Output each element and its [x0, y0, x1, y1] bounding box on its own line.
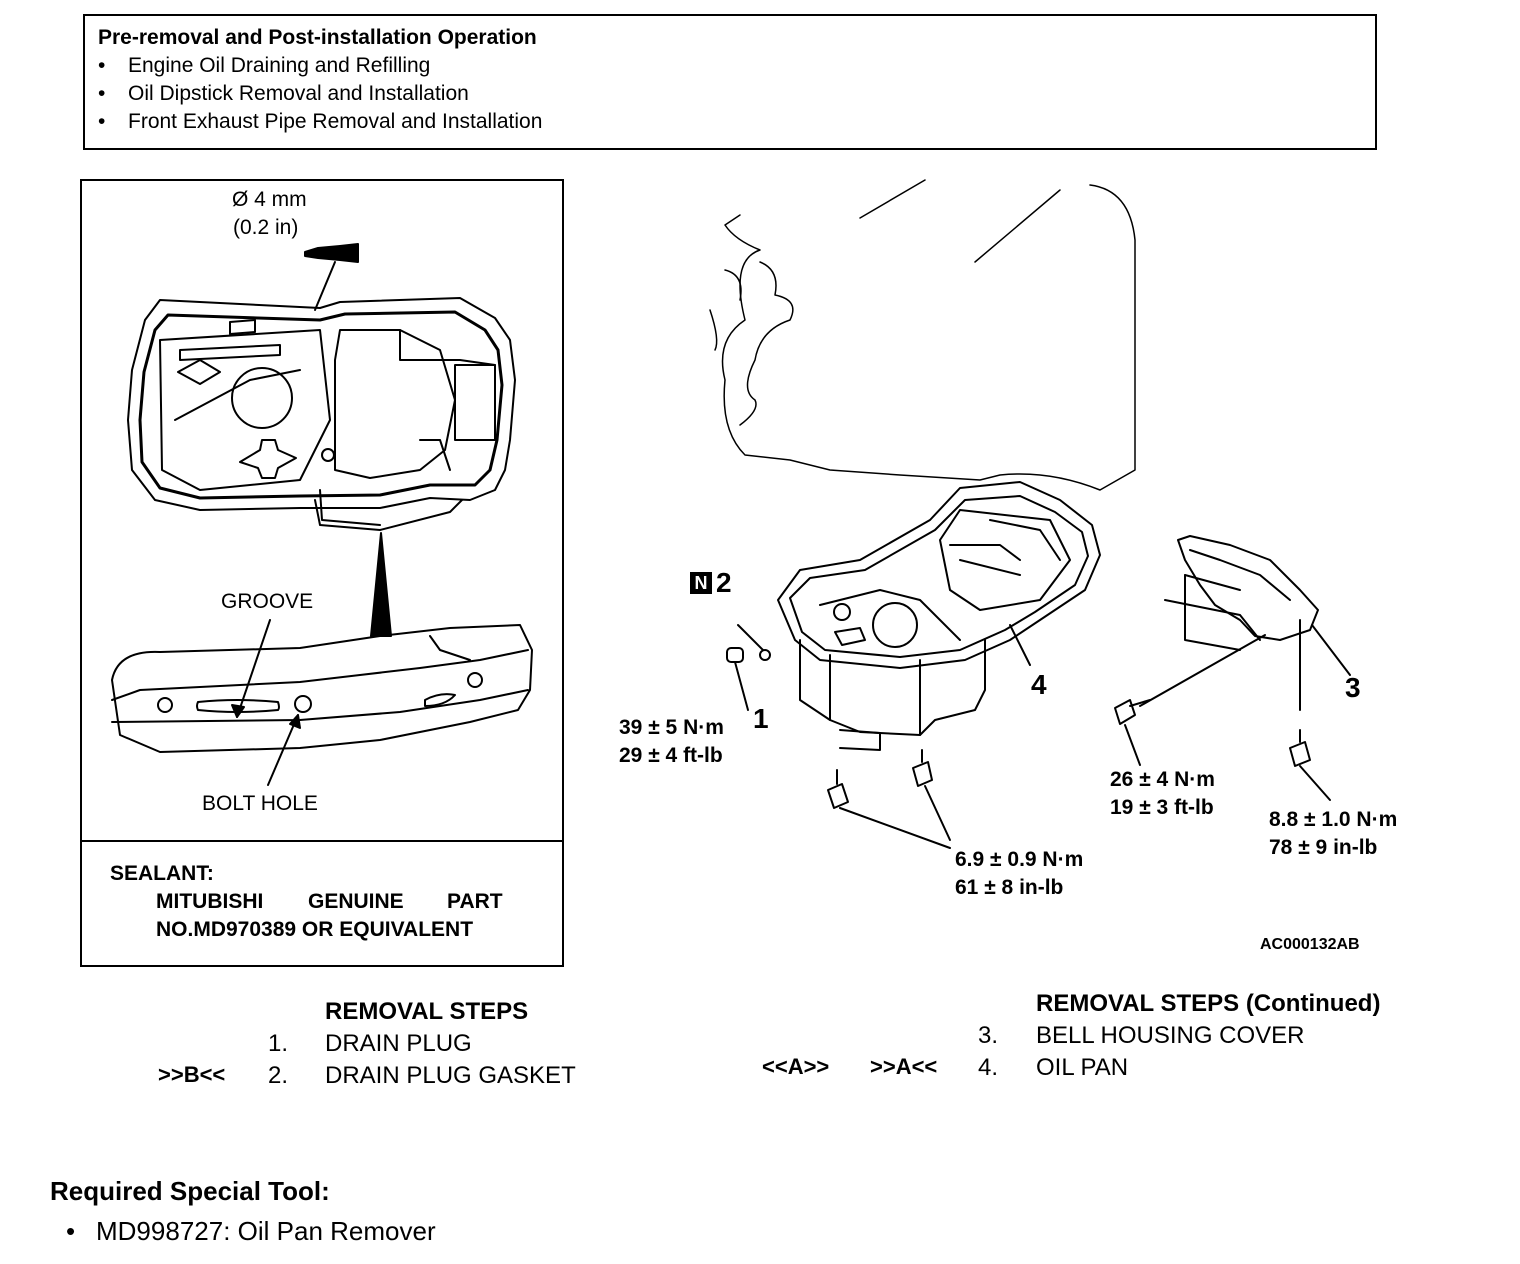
bead-size-label: Ø 4 mm: [232, 188, 307, 211]
bead-size-inch-label: (0.2 in): [233, 216, 299, 239]
engine-block-outline: [709, 179, 1136, 491]
torque-cover-a-imperial: 19 ± 3 ft-lb: [1110, 796, 1214, 819]
sealant-title: SEALANT:: [110, 862, 214, 885]
torque-pan-metric: 6.9 ± 0.9 N·m: [955, 848, 1084, 871]
groove-label: GROOVE: [221, 590, 314, 613]
oil-pan-top-view: [127, 243, 516, 637]
bolt-hole-label: BOLT HOLE: [202, 792, 318, 815]
torque-cover-b-metric: 8.8 ± 1.0 N·m: [1269, 808, 1398, 831]
pre-operation-title: Pre-removal and Post-installation Operat…: [98, 26, 537, 49]
removal-steps-title: REMOVAL STEPS: [325, 998, 529, 1025]
part-number-1: 1: [753, 703, 769, 734]
groove-detail-view: [111, 619, 533, 786]
step-number: 4.: [978, 1054, 999, 1081]
new-part-badge: N: [690, 572, 712, 594]
special-tool-title: Required Special Tool:: [50, 1176, 330, 1206]
part-number-3: 3: [1345, 672, 1361, 703]
torque-cover-b-imperial: 78 ± 9 in-lb: [1269, 836, 1378, 859]
special-tool-item: •MD998727: Oil Pan Remover: [66, 1216, 436, 1246]
sealant-divider: [80, 840, 564, 842]
figure-code: AC000132AB: [1260, 936, 1360, 953]
pre-operation-item: •Oil Dipstick Removal and Installation: [98, 82, 469, 105]
step-mark: <<A>>: [762, 1054, 830, 1079]
sealant-detail-box: [80, 179, 564, 967]
bell-housing-cover: [1139, 535, 1351, 711]
bullet-icon: •: [98, 54, 106, 77]
pre-operation-item: •Front Exhaust Pipe Removal and Installa…: [98, 110, 543, 133]
step-mark: >>A<<: [870, 1054, 938, 1079]
step-number: 1.: [268, 1030, 289, 1057]
sealant-word: PART: [447, 890, 503, 913]
sealant-part-number: NO.MD970389 OR EQUIVALENT: [156, 918, 474, 941]
oil-pan-3d: [777, 481, 1101, 751]
bullet-icon: •: [98, 110, 106, 133]
step-label: DRAIN PLUG: [325, 1030, 472, 1057]
removal-steps-continued-title: REMOVAL STEPS (Continued): [1036, 990, 1381, 1017]
step-label: DRAIN PLUG GASKET: [325, 1062, 576, 1089]
sealant-word: MITUBISHI: [156, 890, 264, 913]
step-label: OIL PAN: [1036, 1054, 1129, 1081]
step-number: 3.: [978, 1022, 999, 1049]
part-number-2: 2: [716, 567, 732, 598]
bullet-icon: •: [66, 1216, 76, 1246]
step-number: 2.: [268, 1062, 289, 1089]
step-mark: >>B<<: [158, 1062, 226, 1087]
fasteners: [726, 624, 1331, 849]
step-label: BELL HOUSING COVER: [1036, 1022, 1305, 1049]
pre-operation-item: •Engine Oil Draining and Refilling: [98, 54, 431, 77]
bullet-icon: •: [98, 82, 106, 105]
torque-pan-imperial: 61 ± 8 in-lb: [955, 876, 1064, 899]
part-number-4: 4: [1031, 669, 1047, 700]
torque-drain-metric: 39 ± 5 N·m: [619, 716, 724, 739]
pre-operation-box: Pre-removal and Post-installation Operat…: [83, 14, 1377, 150]
torque-cover-a-metric: 26 ± 4 N·m: [1110, 768, 1215, 791]
sealant-word: GENUINE: [308, 890, 404, 913]
torque-drain-imperial: 29 ± 4 ft-lb: [619, 744, 723, 767]
